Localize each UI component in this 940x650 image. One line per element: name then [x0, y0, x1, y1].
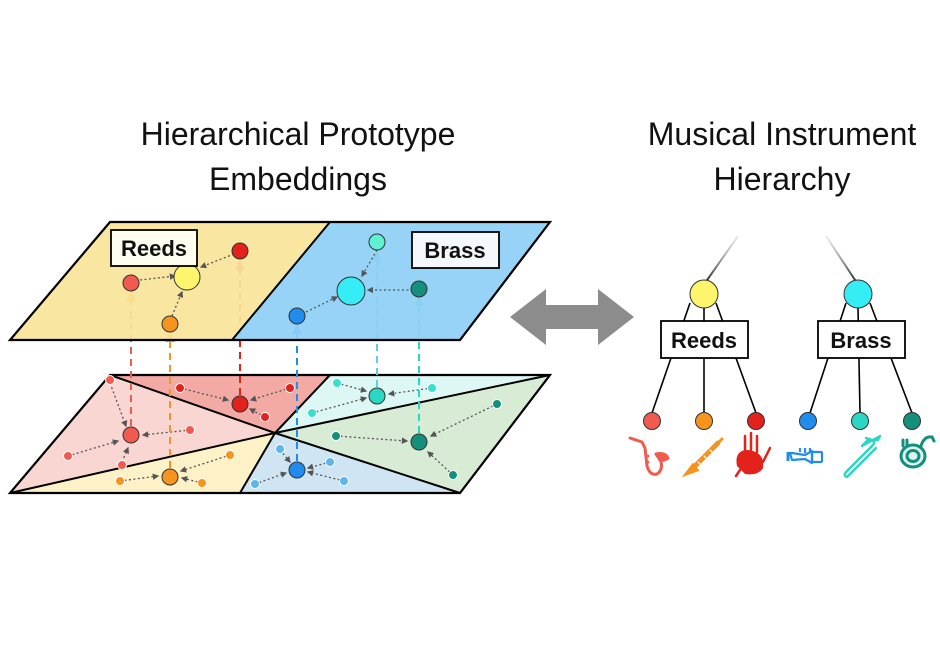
svg-text:Reeds: Reeds: [121, 236, 187, 261]
reeds-label-top: Reeds: [110, 229, 198, 267]
top-nodes: [122, 233, 428, 333]
tuba-node: [903, 412, 921, 430]
trumpet-icon: [786, 448, 824, 465]
right-title-line2: Hierarchy: [714, 161, 851, 197]
brass-label-tree: Brass: [817, 320, 906, 359]
double-arrow-icon: [510, 289, 634, 345]
right-title-line1: Musical Instrument: [648, 116, 917, 152]
tuba-icon: [899, 435, 936, 469]
left-title-line2: Embeddings: [209, 161, 387, 197]
bottom-prototypes: [122, 387, 428, 486]
clarinet-icon: [681, 437, 724, 478]
saxophone-icon: [628, 436, 670, 476]
svg-text:Reeds: Reeds: [671, 328, 737, 353]
brass-label-top: Brass: [411, 231, 500, 269]
bottom-plane: [7, 373, 553, 495]
region-red: [110, 375, 330, 433]
hierarchy-tree: Reeds Brass: [643, 235, 921, 430]
bagpipes-icon: [734, 431, 772, 478]
reeds-region: [10, 222, 330, 340]
trombone-node: [851, 412, 869, 430]
trumpet-node: [799, 412, 817, 430]
reeds-root-node: [689, 279, 719, 309]
top-arrows: [139, 249, 413, 317]
reeds-label-tree: Reeds: [660, 320, 749, 359]
bottom-points: [63, 375, 502, 489]
trombone-icon: [843, 434, 882, 479]
clarinet-node: [695, 412, 713, 430]
bagpipes-node: [747, 412, 765, 430]
svg-text:Brass: Brass: [830, 328, 891, 353]
left-title-line1: Hierarchical Prototype: [141, 116, 456, 152]
saxophone-node: [643, 412, 661, 430]
svg-text:Brass: Brass: [424, 238, 485, 263]
bottom-arrows: [67, 382, 498, 485]
brass-root-node: [843, 279, 873, 309]
